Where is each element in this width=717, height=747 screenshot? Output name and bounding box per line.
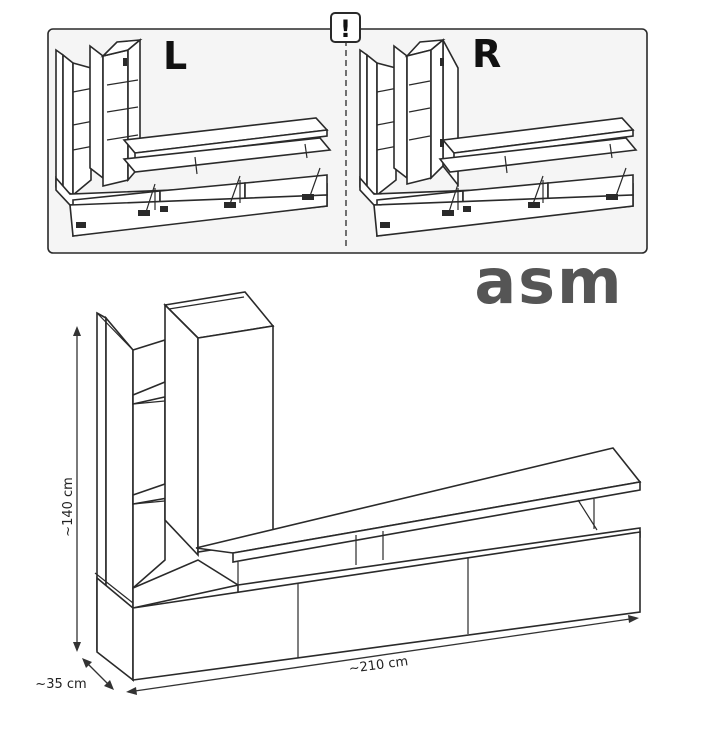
dimension-height: ~140 cm bbox=[61, 326, 81, 652]
height-label: ~140 cm bbox=[61, 477, 76, 537]
variant-left: L bbox=[55, 34, 332, 237]
notice-symbol: ! bbox=[340, 15, 351, 43]
cabinet-door bbox=[197, 325, 274, 553]
brand-logo: asm bbox=[474, 245, 623, 318]
base-front bbox=[132, 531, 641, 681]
width-label: ~210 cm bbox=[348, 654, 409, 677]
exclamation-box-icon: ! bbox=[330, 12, 361, 43]
orientation-panel: ! bbox=[47, 12, 648, 254]
variant-left-label: L bbox=[163, 34, 187, 78]
cabinet-side bbox=[164, 303, 199, 558]
brand-logo-text: asm bbox=[474, 245, 623, 318]
dimension-depth: ~35 cm bbox=[35, 658, 114, 692]
variant-right-label: R bbox=[472, 32, 501, 76]
wall-unit-drawing bbox=[94, 291, 642, 682]
tv-shelf-front bbox=[232, 481, 641, 563]
depth-label: ~35 cm bbox=[35, 677, 86, 692]
variant-right: R bbox=[359, 32, 638, 237]
